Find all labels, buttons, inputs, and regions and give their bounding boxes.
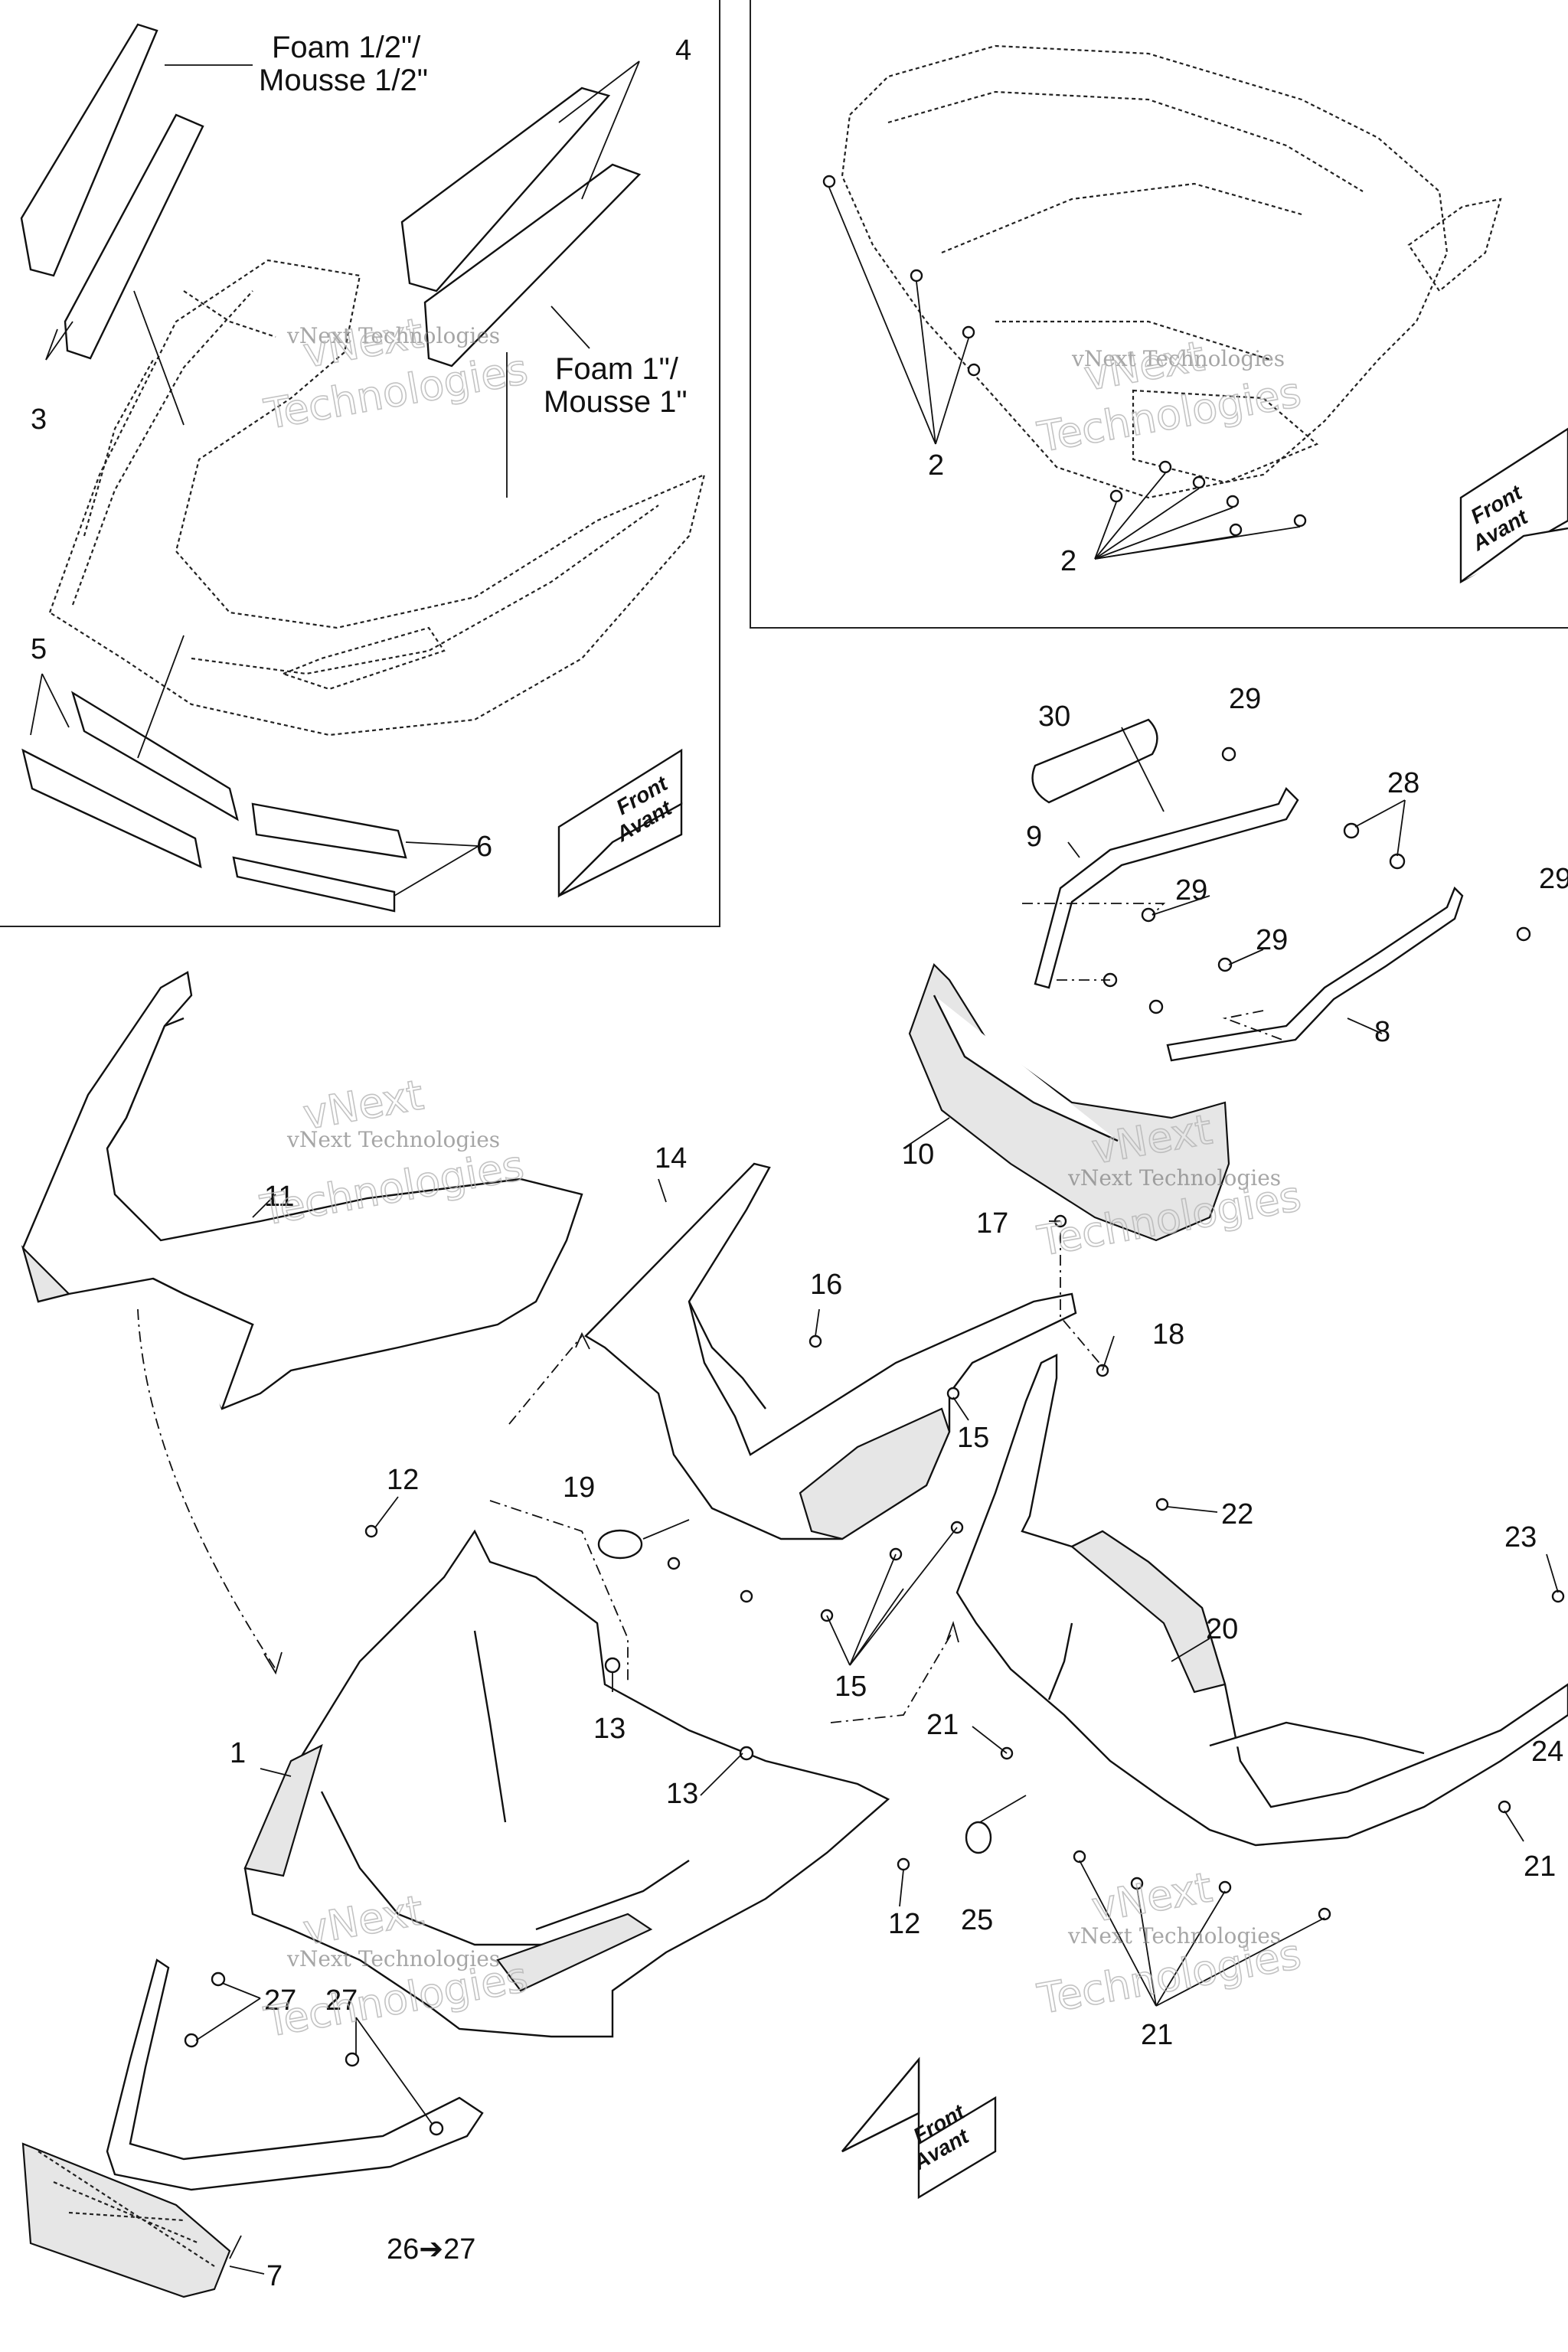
foam-half-label-fr: Mousse 1/2" [259,64,428,97]
front-direction-arrow: Front Avant [1459,427,1568,584]
callout-21: 21 [926,1709,959,1741]
callout-17: 17 [976,1207,1008,1240]
top-right-panel-frame [750,0,1568,629]
watermark: vNext Technologies vNext Technologies [260,309,532,439]
callout-24: 24 [1531,1736,1563,1768]
svg-text:vNext Technologies: vNext Technologies [286,1127,500,1152]
svg-text:vNext Technologies: vNext Technologies [1067,1923,1281,1949]
callout-21: 21 [1524,1851,1556,1883]
callout-29: 29 [1539,863,1568,895]
right-side-panel [956,1354,1568,1847]
front-fascia-dashed [48,259,706,737]
rack-leader-lines [903,727,1406,1149]
bumper-bar [106,1958,484,2191]
svg-text:vNext Technologies: vNext Technologies [286,323,500,348]
callout-18: 18 [1152,1318,1184,1351]
callout-20: 20 [1206,1613,1238,1645]
assembly-path [137,1308,276,1670]
callout-23: 23 [1504,1521,1537,1553]
rear-bracket [908,962,1230,1242]
fascia-leaders [195,1496,959,2275]
callout-30: 30 [1038,701,1070,733]
callout-10: 10 [902,1138,934,1171]
callout-27: 27 [264,1984,296,2017]
foam-pads-top [20,23,642,368]
callout-29: 29 [1175,874,1207,906]
grab-bar-right [1166,886,1464,1062]
callout-2: 2 [928,449,944,482]
handle-grip [1031,718,1158,804]
callout-19: 19 [563,1472,595,1504]
top-left-panel-frame [0,0,720,927]
callout-1: 1 [230,1737,246,1769]
watermark: vNext Technologies vNext Technologies [1034,332,1305,462]
grille-insert [21,2142,231,2298]
callout-7: 7 [266,2260,283,2292]
callout-12: 12 [888,1908,920,1940]
callout-13: 13 [666,1778,698,1810]
foam-pads-bottom [21,691,407,913]
svg-text:vNext Technologies: vNext Technologies [1071,346,1285,371]
callout-12: 12 [387,1464,419,1496]
inner-side-panel [584,1162,1077,1540]
lower-front-fascia [243,1529,890,2038]
callout-11: 11 [264,1181,294,1213]
callout-8: 8 [1374,1016,1390,1048]
front-direction-arrow: Front Avant [557,748,683,898]
callout-14: 14 [655,1142,687,1174]
upper-fascia-panel [21,971,583,1410]
side-panel-leaders [972,1506,1559,2007]
callout-27: 27 [325,1984,358,2017]
callout-3: 3 [31,403,47,436]
callout-21: 21 [1141,2019,1173,2051]
top-right-leader-lines [828,187,1301,560]
callout-29: 29 [1229,683,1261,715]
svg-text:vNext Technologies: vNext Technologies [286,1946,500,1971]
inner-panel-leaders [489,1178,1115,1684]
callout-6: 6 [476,831,492,863]
callout-16: 16 [810,1269,842,1301]
front-direction-arrow: Front Avant [841,2056,997,2200]
watermark: vNext Technologies vNext Technologies [1034,1863,1305,2024]
arrowhead [263,1651,283,1675]
callout-29: 29 [1256,924,1288,956]
foam-half-label: Foam 1/2"/ [272,31,421,64]
foam-one-label-fr: Mousse 1" [544,385,688,419]
svg-text:vNext: vNext [1088,1863,1215,1931]
callout-15: 15 [835,1671,867,1703]
svg-text:vNext Technologies: vNext Technologies [1067,1165,1281,1191]
fascia-fasteners [184,1524,910,2136]
grab-bar-left [1034,786,1299,989]
callout-22: 22 [1221,1498,1253,1530]
callout-2: 2 [1060,545,1076,577]
callout-26: 26➔27 [387,2233,475,2265]
top-left-leader-lines [30,60,640,897]
hood-fasteners [822,175,1307,537]
callout-9: 9 [1026,821,1042,853]
panel-fasteners [597,1214,1109,1622]
foam-one-label: Foam 1"/ [555,352,679,386]
callout-28: 28 [1387,767,1419,799]
hood-assembly-dashed [841,44,1502,499]
callout-15: 15 [957,1422,989,1454]
leader-11 [252,1194,276,1218]
callout-4: 4 [675,34,691,67]
rack-hardware [1102,746,1531,1014]
side-panel-fasteners [965,1498,1565,1921]
callout-13: 13 [593,1713,626,1745]
callout-25: 25 [961,1904,993,1936]
callout-5: 5 [31,633,47,665]
